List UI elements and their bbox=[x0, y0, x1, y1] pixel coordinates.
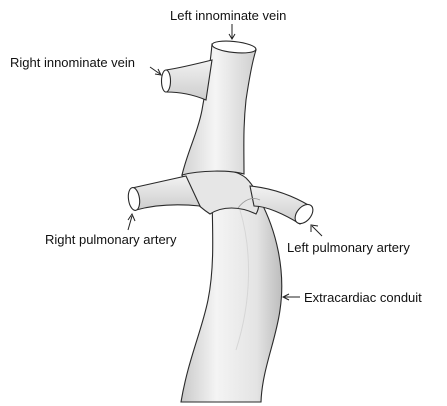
label-left-innominate-vein: Left innominate vein bbox=[170, 8, 286, 23]
label-right-innominate-vein: Right innominate vein bbox=[10, 55, 135, 70]
label-right-pulmonary-artery: Right pulmonary artery bbox=[45, 232, 177, 247]
label-extracardiac-conduit: Extracardiac conduit bbox=[304, 290, 422, 305]
extracardiac-conduit-shape bbox=[181, 191, 282, 402]
arrow-left-pulmonary-artery bbox=[312, 226, 322, 236]
superior-vessel-shape bbox=[182, 44, 256, 175]
arrow-right-pulmonary-artery bbox=[128, 216, 132, 230]
right-innominate-vein-opening bbox=[162, 70, 171, 92]
right-innominate-vein-shape bbox=[166, 60, 212, 100]
label-left-pulmonary-artery: Left pulmonary artery bbox=[287, 240, 410, 255]
